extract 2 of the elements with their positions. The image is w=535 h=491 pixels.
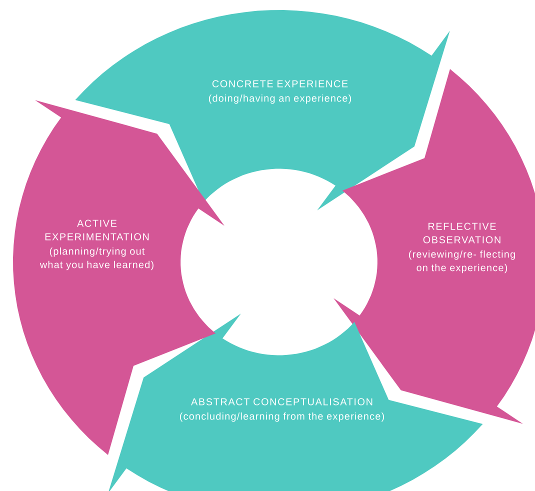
cycle-segment: CONCRETE EXPERIENCE (doing/having an experience) xyxy=(75,10,450,210)
cycle-segment: ABSTRACT CONCEPTUALISATION (concluding/learning from the experience) xyxy=(108,314,483,491)
